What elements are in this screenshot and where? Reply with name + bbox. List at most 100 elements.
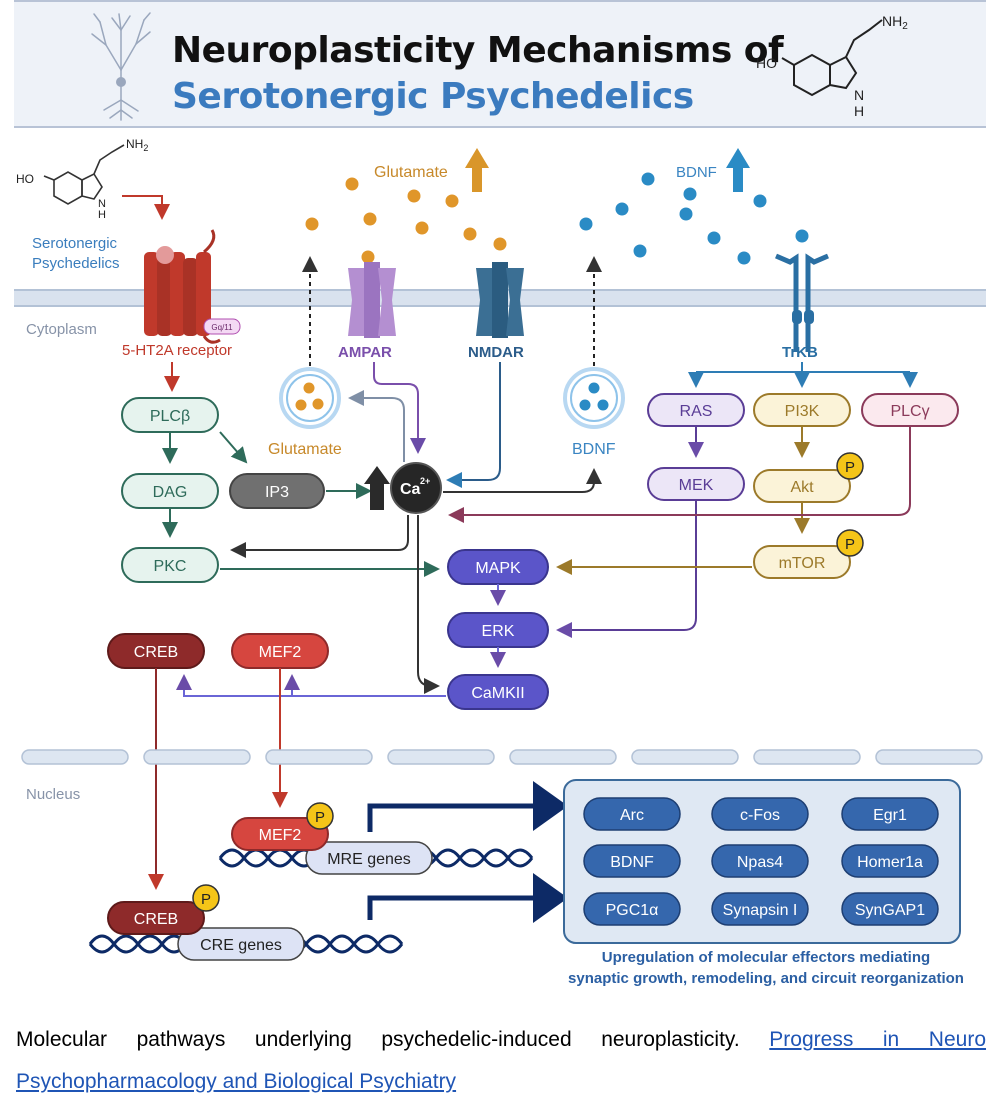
svg-text:BDNF: BDNF [610, 854, 654, 871]
svg-text:PKC: PKC [154, 558, 187, 575]
nh2-label-left: NH2 [126, 137, 148, 153]
nuclear-creb: CREB [107, 901, 205, 935]
h-label: H [854, 103, 864, 119]
n-label-left: N [98, 198, 106, 210]
svg-text:Synapsin I: Synapsin I [723, 902, 798, 919]
svg-text:Ca: Ca [400, 481, 421, 498]
5ht2a-receptor-icon [144, 229, 221, 344]
ligand-label-line2: Psychedelics [32, 255, 120, 272]
glutamate-up-arrow-icon [465, 148, 489, 192]
bdnf-vesicle-label: BDNF [572, 441, 616, 458]
effector-npas4: Npas4 [711, 844, 809, 878]
node-pkc: PKC [121, 547, 219, 583]
svg-text:IP3: IP3 [265, 484, 289, 501]
node-erk: ERK [447, 612, 549, 648]
svg-text:DAG: DAG [153, 484, 188, 501]
caption-text: Molecular pathways underlying psychedeli… [16, 1028, 740, 1051]
node-mef2: MEF2 [231, 633, 329, 669]
svg-text:P: P [315, 809, 325, 826]
svg-text:CREB: CREB [134, 911, 178, 928]
psychedelic-molecule-icon [43, 144, 125, 205]
trkb-receptor-icon [775, 253, 829, 352]
svg-text:PI3K: PI3K [785, 403, 820, 420]
svg-text:MEK: MEK [679, 477, 714, 494]
node-mapk: MAPK [447, 549, 549, 585]
nmdar-channel-icon [476, 262, 524, 338]
journal-link-part1[interactable]: Progress in Neuro [769, 1028, 987, 1051]
nmdar-label: NMDAR [468, 344, 524, 361]
node-pi3k: PI3K [753, 393, 851, 427]
effector-homer1a: Homer1a [841, 844, 939, 878]
figure-panel: Neuroplasticity Mechanisms of Serotonerg… [14, 0, 986, 1005]
figure-caption: Molecular pathways underlying psychedeli… [16, 1015, 986, 1065]
glutamate-vesicle-label: Glutamate [268, 441, 342, 458]
n-label: N [854, 87, 864, 103]
node-mtor: mTOR [753, 545, 851, 579]
ho-label: HO [756, 55, 777, 71]
svg-text:CaMKII: CaMKII [471, 685, 524, 702]
pathway-diagram: Cytoplasm HO NH2 N H Serotonergic Psyche… [14, 137, 986, 987]
cre-genes: CRE genes [177, 927, 305, 961]
glutamate-molecules [305, 177, 507, 264]
svg-text:CRE genes: CRE genes [200, 937, 282, 954]
bdnf-up-arrow-icon [726, 148, 750, 192]
node-creb: CREB [107, 633, 205, 669]
upregulation-line1: Upregulation of molecular effectors medi… [602, 949, 930, 966]
svg-text:CREB: CREB [134, 644, 178, 661]
svg-text:Arc: Arc [620, 807, 644, 824]
svg-text:MEF2: MEF2 [259, 644, 302, 661]
trkb-label: TrKB [782, 344, 818, 361]
ligand-label-line1: Serotonergic [32, 235, 118, 252]
svg-text:Akt: Akt [790, 479, 814, 496]
receptor-label: 5-HT2A receptor [122, 342, 232, 359]
title-line-1: Neuroplasticity Mechanisms of [172, 30, 784, 71]
svg-text:SynGAP1: SynGAP1 [855, 902, 925, 919]
node-plcg: PLCγ [861, 393, 959, 427]
svg-text:mTOR: mTOR [779, 555, 826, 572]
ampar-channel-icon [348, 262, 396, 338]
calcium-ion: Ca 2+ [390, 462, 442, 514]
nucleus-label: Nucleus [26, 786, 80, 803]
svg-text:P: P [201, 891, 211, 908]
effector-bdnf: BDNF [583, 844, 681, 878]
node-ip3: IP3 [229, 473, 325, 509]
effector-pgc1-: PGC1α [583, 892, 681, 926]
phospho-badge-mtor: P [836, 529, 864, 557]
calcium-up-arrow-icon [364, 466, 390, 510]
ho-label-left: HO [16, 172, 34, 186]
phospho-badge-akt: P [836, 452, 864, 480]
node-plcb: PLCβ [121, 397, 219, 433]
effector-syngap1: SynGAP1 [841, 892, 939, 926]
svg-text:MRE genes: MRE genes [327, 851, 411, 868]
glutamate-vesicle [279, 367, 341, 429]
effector-c-fos: c-Fos [711, 797, 809, 831]
title-line-2: Serotonergic Psychedelics [172, 76, 694, 117]
h-label-left: H [98, 209, 106, 221]
bdnf-molecules [579, 172, 809, 265]
bdnf-release-label: BDNF [676, 164, 717, 181]
phospho-badge-creb: P [192, 884, 220, 912]
nuclear-mef2: MEF2 [231, 817, 329, 851]
svg-text:PLCβ: PLCβ [150, 408, 190, 425]
neuron-icon [91, 12, 151, 121]
node-mek: MEK [647, 467, 745, 501]
effector-synapsin-i: Synapsin I [711, 892, 809, 926]
nh2-label: NH2 [882, 13, 908, 32]
svg-text:RAS: RAS [680, 403, 713, 420]
svg-text:Npas4: Npas4 [737, 854, 783, 871]
node-camkii: CaMKII [447, 674, 549, 710]
node-dag: DAG [121, 473, 219, 509]
bdnf-vesicle [563, 367, 625, 429]
glutamate-release-label: Glutamate [374, 164, 448, 181]
svg-text:P: P [845, 536, 855, 553]
svg-text:PGC1α: PGC1α [606, 902, 659, 919]
node-akt: Akt [753, 469, 851, 503]
serotonin-structure-icon: HO NH2 N H [756, 13, 908, 119]
phospho-badge-mef2: P [306, 802, 334, 830]
nuclear-envelope [21, 749, 983, 765]
effector-egr1: Egr1 [841, 797, 939, 831]
svg-text:2+: 2+ [420, 476, 430, 486]
svg-text:Egr1: Egr1 [873, 807, 907, 824]
journal-link-part2[interactable]: Psychopharmacology and Biological Psychi… [16, 1070, 457, 1093]
